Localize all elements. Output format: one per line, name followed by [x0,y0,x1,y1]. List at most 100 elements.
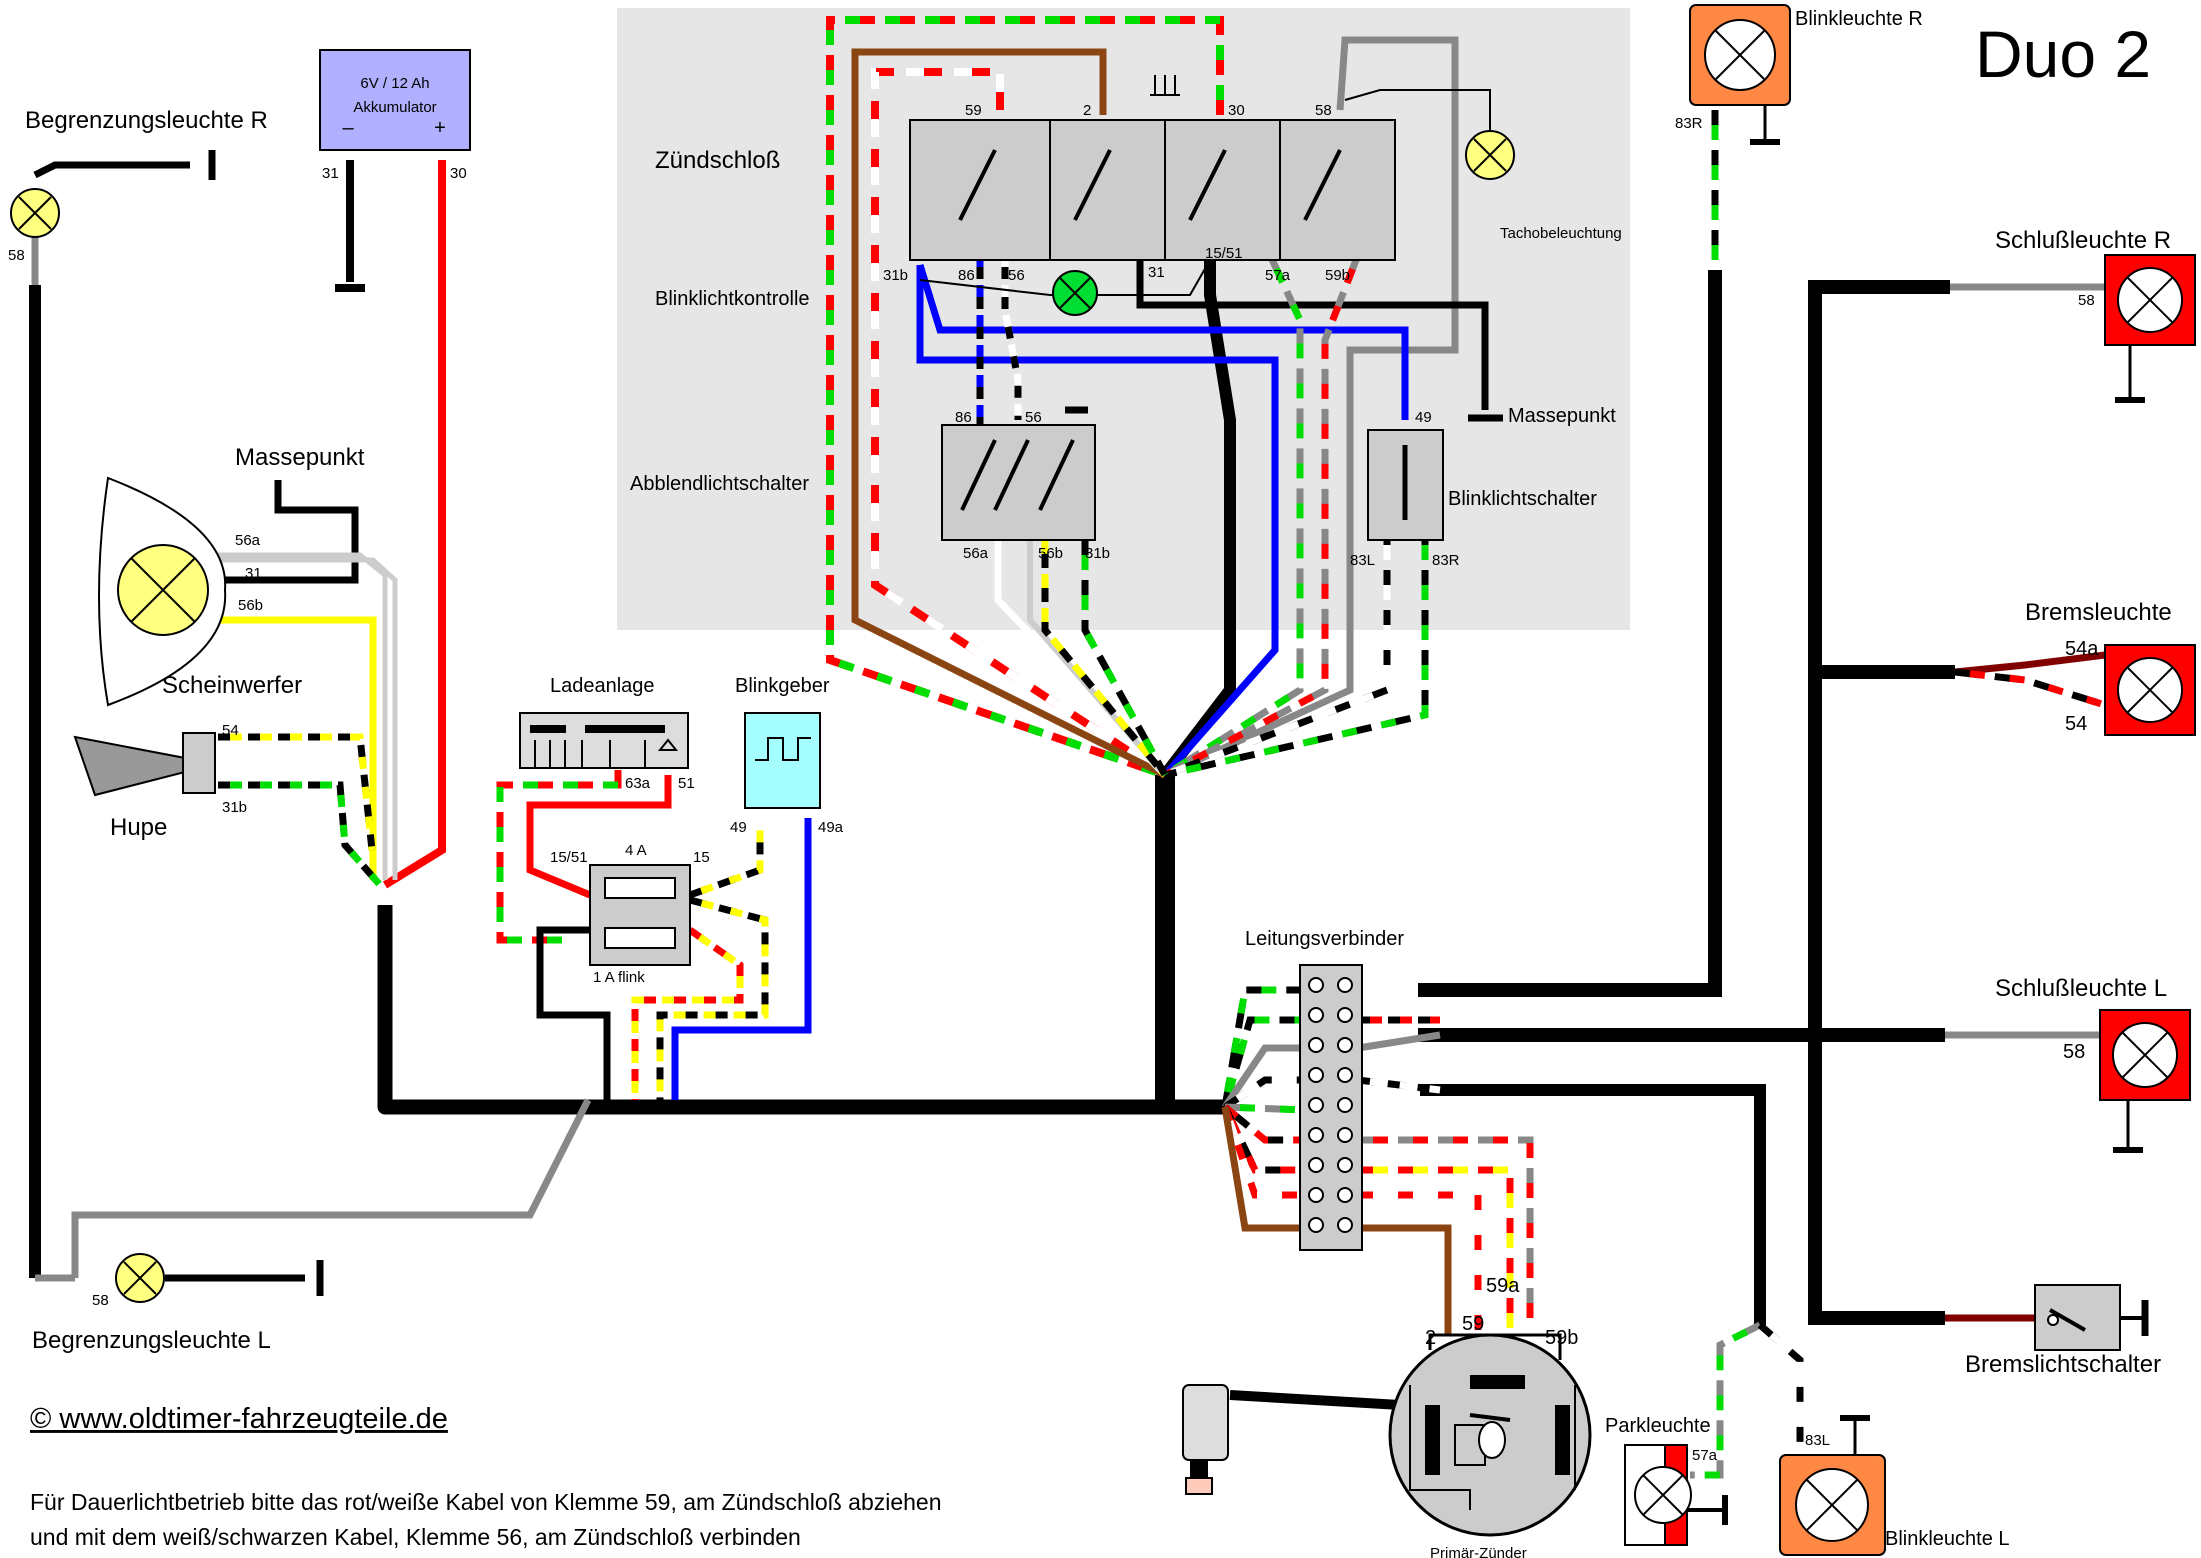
label-83l-bs: 83L [1350,552,1375,569]
label-54-hupe: 54 [222,722,239,739]
akkumulator: 6V / 12 Ah Akkumulator – + [319,49,471,151]
label-bremslichtschalter: Bremslichtschalter [1965,1351,2161,1378]
zuendschloss-box [909,75,1396,261]
label-massepunkt-center: Massepunkt [1508,405,1616,427]
label-fuse-4a: 4 A [625,842,647,859]
label-begrenzungsleuchte-l: Begrenzungsleuchte L [32,1327,271,1354]
label-schlussleuchte-r: Schlußleuchte R [1995,227,2171,254]
label-58-sl-r: 58 [2078,292,2095,309]
label-begrenzungsleuchte-r: Begrenzungsleuchte R [25,107,268,134]
label-56b-ab: 56b [1038,545,1063,562]
tachobeleuchtung-lamp-icon [1465,130,1515,180]
blinklichtkontrolle-lamp-icon [1052,270,1098,316]
label-54a: 54a [2065,638,2099,660]
note-line2: und mit dem weiß/schwarzen Kabel, Klemme… [30,1524,801,1550]
blinkleuchte-r-lamp-icon [1689,4,1791,106]
bremslichtschalter-box [2034,1284,2121,1351]
label-56b-sw: 56b [238,597,263,614]
label-blinkleuchte-r: Blinkleuchte R [1795,8,1923,30]
label-zuendschloss: Zündschloß [655,147,780,174]
blinkleuchte-l-lamp-icon [1779,1454,1886,1556]
label-blinkleuchte-l: Blinkleuchte L [1885,1528,2010,1550]
blinkgeber-box [744,712,821,809]
schlussleuchte-l-lamp-icon [2099,1009,2191,1101]
label-54: 54 [2065,713,2087,735]
label-63a: 63a [625,775,651,792]
begrenzungsleuchte-l-lamp-icon [115,1253,165,1303]
labels: Duo 2 Begrenzungsleuchte R 58 31 30 Mass… [8,8,2172,1558]
label-83r-bl: 83R [1675,115,1703,132]
label-59-pz: 59 [1462,1313,1484,1335]
ignition-wiring [826,16,1503,779]
label-scheinwerfer: Scheinwerfer [162,672,302,699]
begrenzungsleuchte-r-lamp-icon [10,188,60,238]
leitungsverbinder-block [1299,964,1363,1251]
note-line1: Für Dauerlichtbetrieb bitte das rot/weiß… [30,1489,942,1515]
scheinwerfer-icon [98,476,227,707]
schlussleuchte-r-lamp-icon [2104,254,2196,346]
label-56-zs: 56 [1008,267,1025,284]
label-58-begr-l: 58 [92,1292,109,1309]
fuse-box [589,864,691,966]
label-31-sw: 31 [245,565,262,582]
label-15-51-zs: 15/51 [1205,245,1243,262]
label-abblendlichtschalter: Abblendlichtschalter [630,473,809,495]
ignition-switch-panel [617,8,1630,630]
label-31b-hupe: 31b [222,799,247,816]
akku-minus: – [342,117,354,139]
label-fuse-1a: 1 A flink [593,969,645,986]
label-bremsleuchte: Bremsleuchte [2025,599,2172,626]
label-primaer-zuender: Primär-Zünder [1430,1545,1527,1558]
label-2-pz: 2 [1425,1327,1436,1349]
label-58-zs: 58 [1315,102,1332,119]
label-58-sl-l: 58 [2063,1041,2085,1063]
hupe-icon [73,732,216,797]
label-blinklichtschalter: Blinklichtschalter [1448,488,1597,510]
label-56a-ab: 56a [963,545,989,562]
label-schlussleuchte-l: Schlußleuchte L [1995,975,2167,1002]
label-leitungsverbinder: Leitungsverbinder [1245,928,1404,950]
label-15-fuse: 15 [693,849,710,866]
label-massepunkt-left: Massepunkt [235,444,365,471]
bremsleuchte-lamp-icon [2104,644,2196,736]
label-31-akku: 31 [322,165,339,182]
copyright-link: © www.oldtimer-fahrzeugteile.de [30,1403,448,1435]
label-86-zs: 86 [958,267,975,284]
primaer-zuender-icon [1182,1333,1592,1537]
left-side-wiring [29,150,446,1296]
main-harness [71,270,1955,1325]
akku-line2: Akkumulator [353,99,436,116]
label-49-bs: 49 [1415,409,1432,426]
diagram-title: Duo 2 [1975,17,2151,91]
label-56a-sw: 56a [235,532,261,549]
label-tachobeleuchtung: Tachobeleuchtung [1500,225,1622,242]
label-59b-pz: 59b [1545,1327,1578,1349]
label-blinklichtkontrolle: Blinklichtkontrolle [655,288,810,310]
label-31b-ab: 31b [1085,545,1110,562]
label-15-51-fuse: 15/51 [550,849,588,866]
label-ladeanlage: Ladeanlage [550,675,655,697]
label-57a-pk: 57a [1692,1447,1718,1464]
label-31-zs: 31 [1148,264,1165,281]
label-56-ab: 56 [1025,409,1042,426]
label-2-zs: 2 [1083,102,1091,119]
label-30-akku: 30 [450,165,467,182]
label-83r-bs: 83R [1432,552,1460,569]
label-86-ab: 86 [955,409,972,426]
label-59-zs: 59 [965,102,982,119]
label-58-begr-r: 58 [8,247,25,264]
charging-fuse-wiring [496,770,812,1100]
label-30-zs: 30 [1228,102,1245,119]
label-51: 51 [678,775,695,792]
label-parkleuchte: Parkleuchte [1605,1415,1711,1437]
akku-line1: 6V / 12 Ah [360,75,429,92]
blinklichtschalter-box [1367,429,1444,541]
label-59a-pz: 59a [1486,1275,1520,1297]
label-59b-zs: 59b [1325,267,1350,284]
abblendlichtschalter-box [941,424,1096,541]
label-49: 49 [730,819,747,836]
label-49a: 49a [818,819,844,836]
label-31b-zs: 31b [883,267,908,284]
label-57a-zs: 57a [1265,267,1291,284]
